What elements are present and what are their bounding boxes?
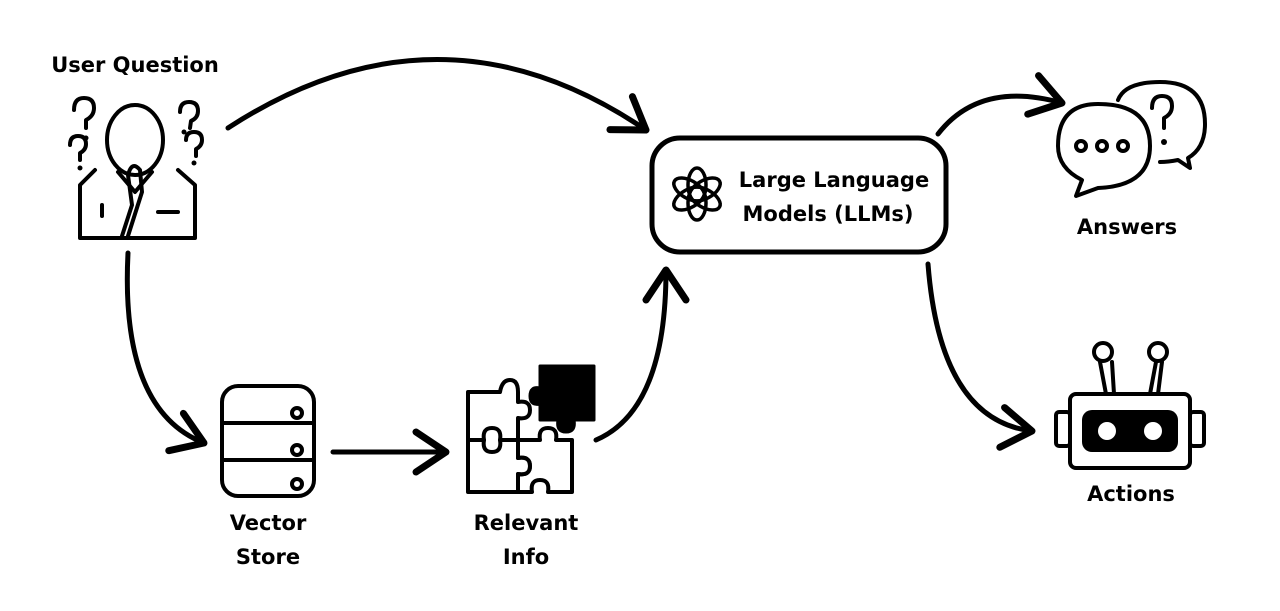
llm-node: Large Language Models (LLMs) [649,135,949,255]
vector-store-node: Vector Store [220,384,316,569]
relevant-info-label-line2: Info [503,545,549,569]
arrow-info-to-llm [593,266,690,443]
arrow-question-to-llm [225,57,650,134]
arrow-llm-to-answers [935,72,1066,137]
relevant-info-node: Relevant Info [466,364,596,569]
openai-logo-icon [672,166,722,222]
arrow-question-to-vector-store [124,250,208,455]
user-question-node: User Question [51,53,219,240]
arrow-llm-to-actions [925,261,1036,451]
llm-label-line2: Models (LLMs) [743,202,914,226]
answers-node: Answers [1056,80,1207,239]
actions-label: Actions [1087,482,1175,506]
llm-label-line1: Large Language [739,168,929,192]
vector-store-label-line2: Store [236,545,300,569]
user-question-label: User Question [51,53,219,77]
relevant-info-label-line1: Relevant [474,511,579,535]
puzzle-icon [466,364,596,494]
robot-icon [1054,341,1206,470]
actions-node: Actions [1054,341,1206,506]
vector-store-label-line1: Vector [230,511,307,535]
answers-label: Answers [1077,215,1177,239]
chat-bubbles-icon [1056,80,1207,198]
confused-person-icon [68,96,204,240]
database-icon [220,384,316,498]
